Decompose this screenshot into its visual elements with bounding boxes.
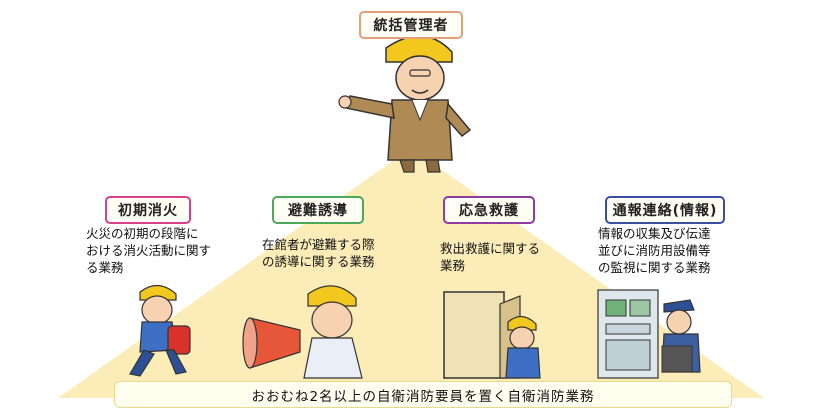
manager-label: 統括管理者: [359, 11, 463, 39]
role-description-evacuation-guidance: 在館者が避難する際 の誘導に関する業務: [262, 237, 375, 269]
role-description-initial-fire-fighting: 火災の初期の段階に おける消火活動に関す る業務: [86, 226, 212, 275]
role-description-notification-communication: 情報の収集及び伝達 並びに消防用設備等 の監視に関する業務: [598, 226, 711, 275]
base-label-banner: おおむね2名以上の自衛消防要員を置く自衛消防業務: [114, 381, 732, 408]
operator-at-control-panel-icon: [597, 289, 701, 379]
role-label-first-aid-rescue: 応急救護: [443, 196, 535, 224]
rescue-worker-at-door-icon: [443, 291, 541, 379]
manager-figure-icon: [338, 35, 472, 173]
role-description-first-aid-rescue: 救出救護に関する 業務: [440, 241, 541, 273]
megaphone-guide-icon: [242, 285, 363, 379]
role-label-evacuation-guidance: 避難誘導: [272, 196, 364, 224]
pyramid-shape: [58, 148, 764, 398]
role-label-notification-communication: 通報連絡(情報): [605, 196, 725, 224]
fire-extinguisher-runner-icon: [129, 284, 191, 377]
role-label-initial-fire-fighting: 初期消火: [105, 196, 191, 224]
